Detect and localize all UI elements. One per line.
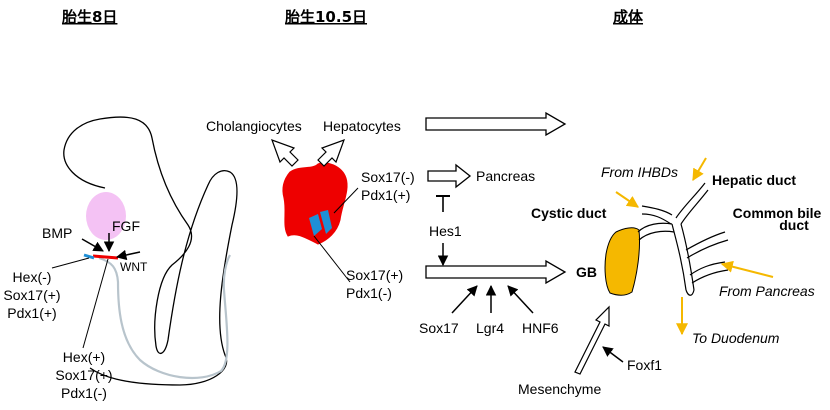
hepatic-duct-left-branch-2 [641,213,672,225]
marker-sox17-plus: Sox17(+) [3,287,60,303]
gb-label: GB [576,264,597,280]
common-bile-duct-left [671,223,687,291]
ihbd-arrow-right [692,157,707,182]
marker-pdx1-minus-e10: Pdx1(-) [346,285,392,301]
marker-pdx1-minus: Pdx1(-) [61,385,107,401]
common-bile-duct-label: Common bile duct [733,205,822,233]
foxf1-arrow [602,346,624,363]
heading-adult: 成体 [613,8,644,26]
right-branch-upper [685,231,726,251]
arrow-to-hepatocytes [317,138,346,167]
marker-sox17-plus-2: Sox17(+) [55,367,112,383]
marker-hex-minus: Hex(-) [13,269,52,285]
cystic-duct-label: Cystic duct [531,205,607,221]
e8-left-pointer [51,257,90,269]
arrow-to-cholangiocytes [270,138,299,167]
fgf-label: FGF [112,218,140,234]
bmp-arrow [81,238,104,252]
e8-embryo-outline [63,116,238,386]
e8-bottom-pointer [82,258,109,349]
hepatic-duct-left-branch [641,205,673,216]
e8-bottom-markers: Hex(+) Sox17(+) Pdx1(-) [55,349,112,401]
ihbd-arrow-left [615,191,639,208]
to-pancreas-arrow [427,163,472,189]
hepatocytes-label: Hepatocytes [323,118,401,134]
gallbladder-bud-blue-1 [309,214,322,236]
gallbladder-bud-blue-2 [320,210,332,234]
signal-region [86,192,126,240]
hepatic-duct-label: Hepatic duct [712,172,796,188]
cystic-duct-path-2 [638,230,675,241]
e8-endoderm-outline [98,254,231,380]
ventral-pancreas-blue [83,253,95,260]
to-gallbladder-arrow [425,259,567,285]
pancreas-inflow-arrow [720,260,774,278]
marker-hex-plus: Hex(+) [63,349,105,365]
hepatic-duct-right-main-2 [680,189,709,225]
e10-pancreas-pointer [333,187,359,214]
common-bile-duct-line-2: duct [779,217,809,233]
factor-arrows [451,284,534,314]
marker-pdx1-plus: Pdx1(+) [7,305,56,321]
foxf1-label: Foxf1 [627,357,662,373]
pancreas-label: Pancreas [476,168,535,184]
cystic-duct-path [637,222,673,233]
factor-lgr4: Lgr4 [476,320,504,336]
to-duodenum-label: To Duodenum [692,330,780,346]
duodenum-end [685,289,695,296]
marker-sox17-minus: Sox17(-) [361,169,415,185]
from-pancreas-label: From Pancreas [719,283,815,299]
wnt-label: WNT [120,260,148,274]
to-adult-arrow [425,111,567,137]
from-ihbds-label: From IHBDs [601,164,678,180]
common-bile-duct-line-1: Common bile [733,205,822,221]
hepatic-duct-right-main [675,182,706,219]
e10-gb-pointer [313,235,351,283]
marker-pdx1-plus-e10: Pdx1(+) [361,187,410,203]
hnf6-arrow [507,285,534,314]
pancreatic-duct [689,261,726,276]
cholangiocytes-label: Cholangiocytes [206,118,302,134]
hes1-label: Hes1 [429,223,462,239]
factor-sox17: Sox17 [419,320,459,336]
bmp-label: BMP [42,225,72,241]
factor-labels: Sox17 Lgr4 HNF6 [419,320,559,336]
mesenchyme-arrow [574,305,610,375]
e8-left-markers: Hex(-) Sox17(+) Pdx1(+) [3,269,60,321]
right-branch-upper-2 [686,239,729,259]
gb-marker-group: Sox17(+) Pdx1(-) [346,267,403,301]
heading-e8: 胎生8日 [62,8,117,26]
factor-hnf6: HNF6 [522,320,559,336]
wnt-arrow [115,249,141,261]
marker-sox17-plus-e10: Sox17(+) [346,267,403,283]
e10-differentiation-arrows [270,138,346,167]
mesenchyme-label: Mesenchyme [518,381,601,397]
hepatic-primordium-red [92,254,119,260]
pancreatic-duct-2 [691,269,729,284]
bile-duct-system [637,182,729,296]
heading-e10-5: 胎生10.5日 [285,8,367,26]
pancreas-marker-group: Sox17(-) Pdx1(+) [361,169,415,203]
sox17-arrow [451,285,478,314]
gallbladder-yellow [604,227,640,296]
bile-flow-arrows [615,157,774,336]
